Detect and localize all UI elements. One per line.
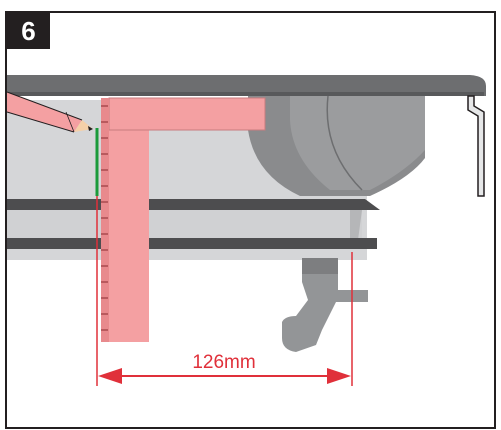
cabinet-edge	[350, 210, 362, 240]
arrowhead-left	[98, 368, 122, 384]
sink-rim-highlight	[7, 92, 484, 96]
lower-gasket	[7, 238, 377, 249]
sink-bowl-inner	[290, 96, 425, 190]
pencil-icon	[6, 91, 93, 133]
try-square	[101, 97, 266, 342]
drain-outlet-shade	[302, 258, 338, 274]
mounting-clip	[467, 95, 485, 197]
drain-outlet	[282, 258, 368, 352]
sink-bowl-line	[326, 95, 363, 191]
arrowhead-right	[327, 368, 351, 384]
upper-gasket	[7, 199, 380, 210]
cabinet-panel	[7, 210, 362, 238]
dimension-label: 126mm	[192, 352, 256, 373]
step-number-badge: 6	[7, 13, 50, 49]
cabinet-lower	[7, 249, 357, 259]
sink-rim	[7, 75, 486, 96]
